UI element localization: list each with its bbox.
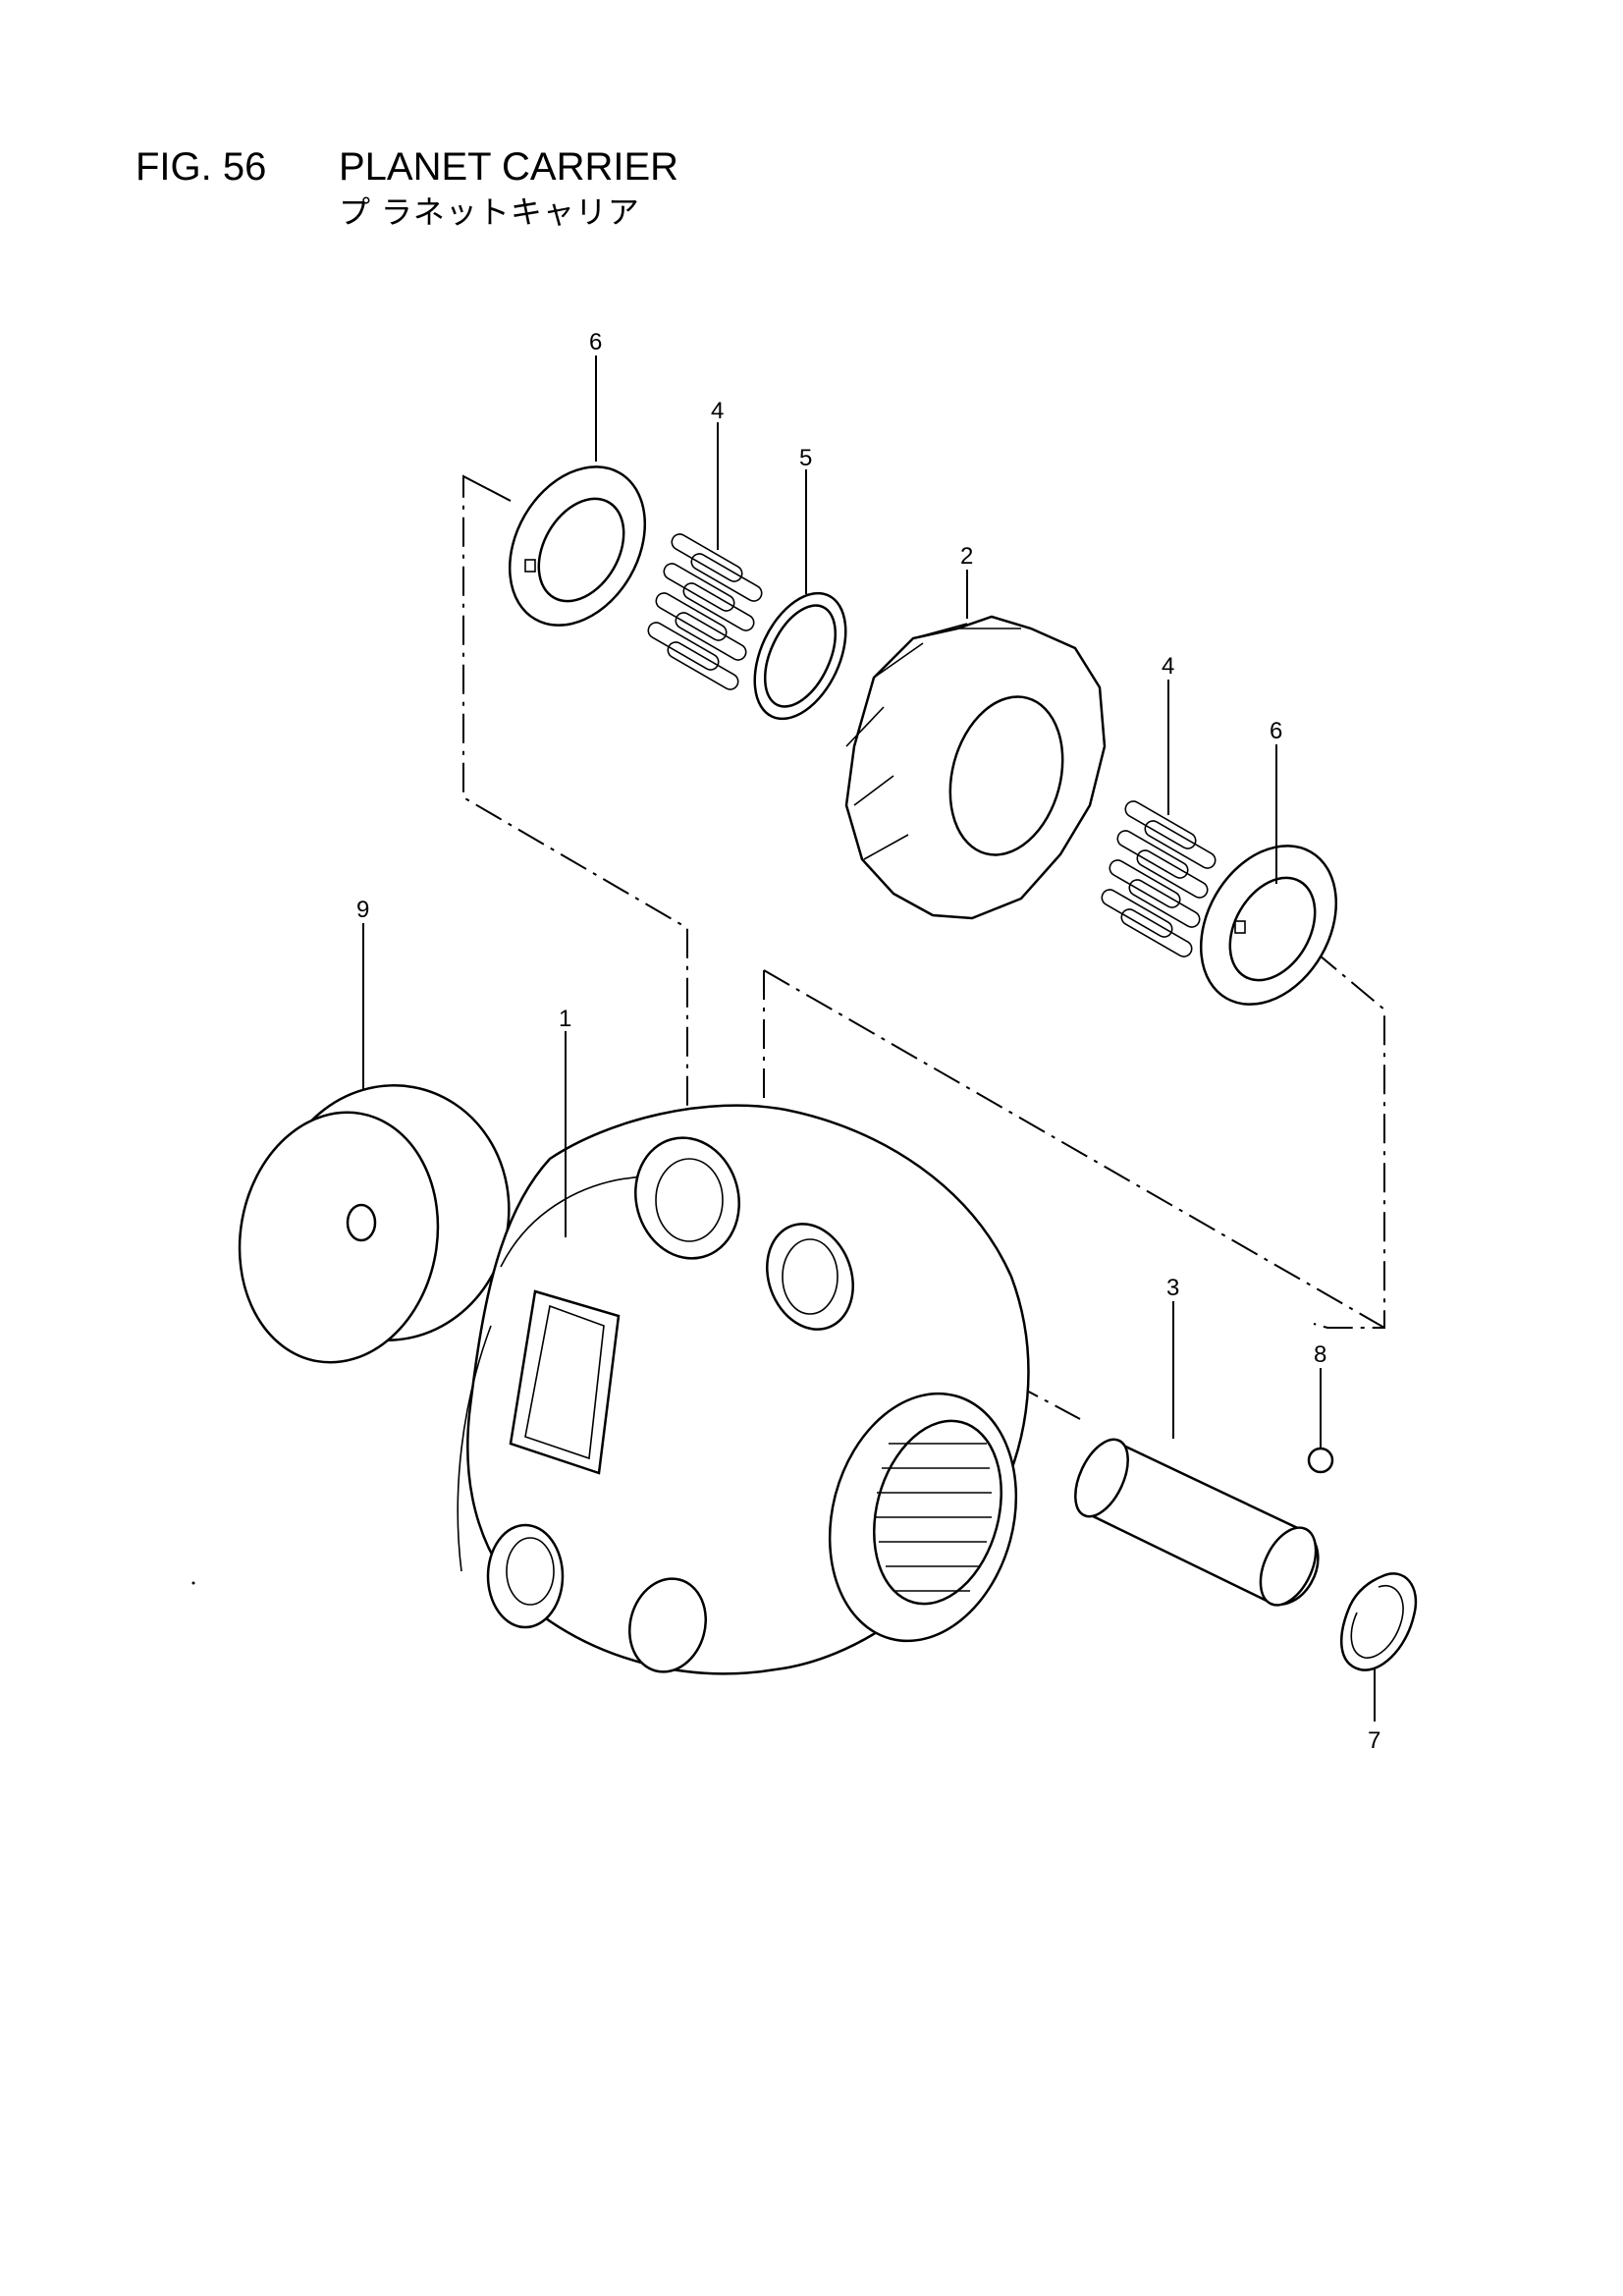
thrust-disc xyxy=(238,1084,511,1364)
planet-gear xyxy=(844,615,1107,920)
thrust-washer-lower xyxy=(1199,845,1338,1006)
callout-8: 8 xyxy=(1314,1341,1326,1368)
snap-ring xyxy=(1340,1572,1418,1671)
spacer-ring xyxy=(753,591,847,721)
figure-number: FIG. 56 xyxy=(135,145,267,189)
needle-bearing-lower xyxy=(1101,800,1217,957)
callout-labels: 6 4 5 2 4 6 9 1 3 8 7 xyxy=(356,329,1380,1754)
callout-4-upper: 4 xyxy=(711,398,724,424)
callout-6-upper: 6 xyxy=(589,329,602,355)
callout-1: 1 xyxy=(559,1006,571,1032)
planet-shaft xyxy=(1074,1438,1320,1607)
figure-title: PLANET CARRIER xyxy=(339,145,679,189)
callout-4-lower: 4 xyxy=(1162,653,1174,680)
callout-2: 2 xyxy=(960,543,973,570)
needle-bearing-upper xyxy=(647,533,763,690)
callout-3: 3 xyxy=(1166,1275,1179,1301)
figure-subtitle-japanese: プ ラネットキャリア xyxy=(339,194,640,230)
callout-5: 5 xyxy=(799,445,812,471)
lock-ball xyxy=(1307,1447,1334,1474)
callout-6-lower: 6 xyxy=(1270,718,1282,744)
thrust-washer-upper xyxy=(508,465,647,627)
assembly-line-left xyxy=(462,474,688,1198)
planet-carrier-housing xyxy=(457,1104,1030,1675)
leader-lines xyxy=(362,355,1376,1722)
stray-dot xyxy=(191,1581,195,1585)
callout-9: 9 xyxy=(356,897,369,923)
callout-7: 7 xyxy=(1368,1727,1380,1754)
